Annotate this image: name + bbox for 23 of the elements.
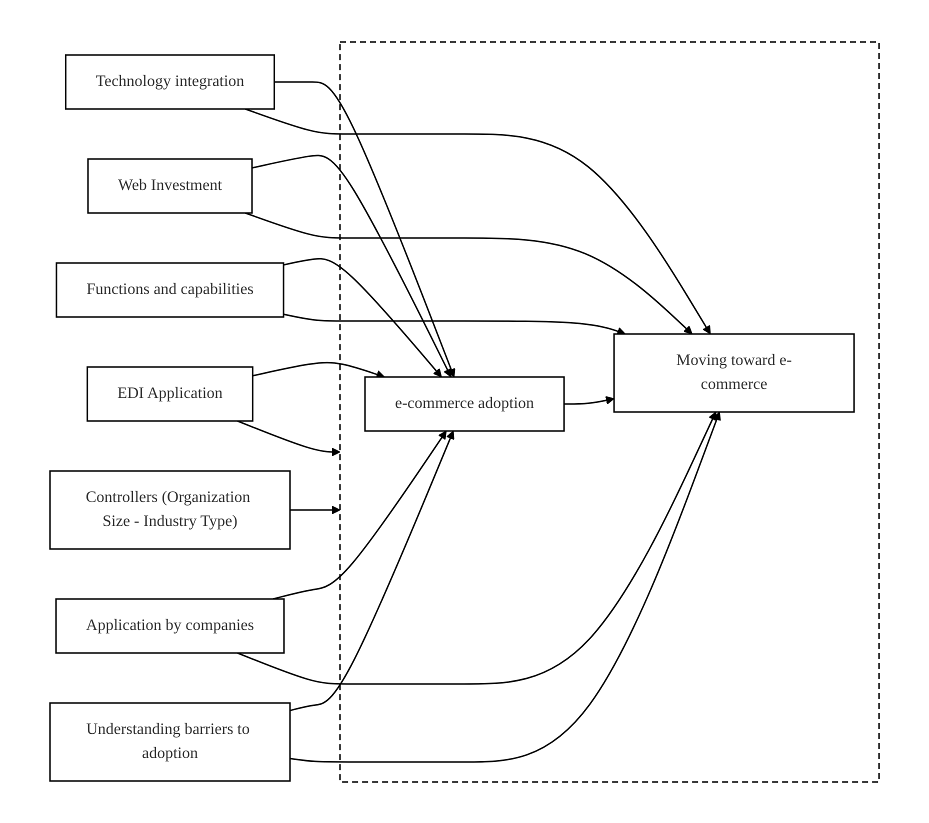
node-box: Application by companies (55, 598, 285, 654)
node-box: Controllers (Organization Size - Industry Type) (49, 470, 291, 550)
arrow (237, 420, 340, 456)
arrow (274, 80, 456, 377)
arrow (290, 430, 454, 711)
arrow (564, 396, 614, 404)
arrow (290, 411, 721, 762)
arrow (252, 154, 452, 377)
arrow (283, 313, 626, 335)
cluster (339, 40, 880, 782)
arrow (237, 411, 716, 684)
arrow (245, 212, 693, 334)
node-box: Moving toward e-commerce (613, 332, 855, 412)
arrow (283, 258, 442, 377)
node-box: EDI Application (86, 366, 254, 422)
arrow (252, 361, 385, 378)
node-box: Functions and capabilities (56, 262, 284, 318)
node-box: Web Investment (87, 158, 253, 214)
node-box: e-commerce adoption (364, 376, 565, 432)
arrow (245, 108, 711, 334)
arrow (290, 505, 340, 514)
node-box: Understanding barriers to adoption (49, 702, 291, 782)
node-box: Technology integration (64, 54, 276, 110)
